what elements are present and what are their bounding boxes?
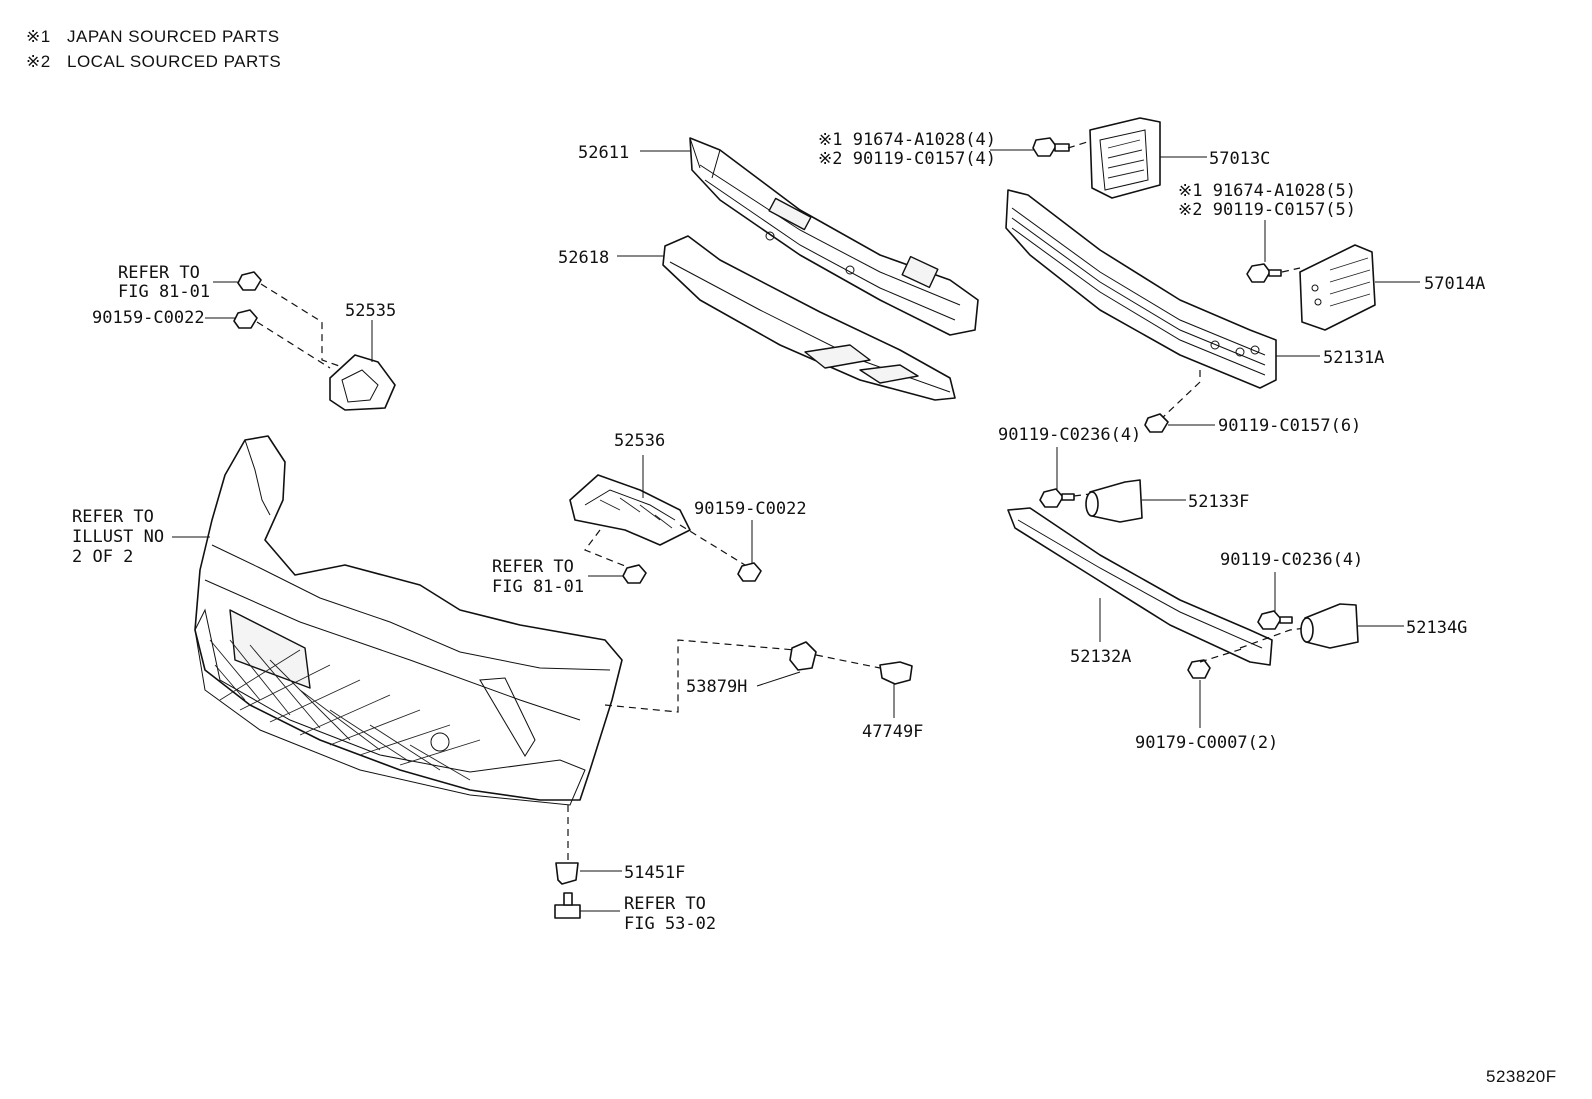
part-53879H-clip <box>789 641 817 671</box>
label-90119-C0236-4b: 90119-C0236(4) <box>1220 550 1363 570</box>
label-53879H: 53879H <box>686 677 747 697</box>
label-refer-illust-line2: ILLUST NO <box>72 527 164 547</box>
label-refer-81-01-a-line1: REFER TO <box>118 263 200 283</box>
label-90179-C0007-2: 90179-C0007(2) <box>1135 733 1278 753</box>
label-90119-C0157-6: 90119-C0157(6) <box>1218 416 1361 436</box>
note-1-mark: ※1 <box>26 27 51 46</box>
dash-52536-right <box>679 524 746 566</box>
bolt-icon <box>1144 413 1169 433</box>
bolt-icon <box>1257 610 1293 630</box>
note-1-text: JAPAN SOURCED PARTS <box>67 27 280 46</box>
label-51451F: 51451F <box>624 863 685 883</box>
part-52535-bracket <box>329 354 396 411</box>
dash-52535-upper <box>260 283 346 369</box>
label-refer-81-01-b-line1: REFER TO <box>492 557 574 577</box>
part-52132A-lower-reinforcement <box>1007 507 1273 666</box>
label-52536: 52536 <box>614 431 665 451</box>
bolt-icon <box>622 564 647 584</box>
bolt-icon <box>1039 488 1075 508</box>
part-52131A-reinforcement <box>1005 189 1277 389</box>
label-refer-81-01-a-line2: FIG 81-01 <box>118 282 210 302</box>
label-57013C: 57013C <box>1209 149 1270 169</box>
label-bolt-jp-5: ※1 91674-A1028(5) <box>1178 181 1356 201</box>
label-refer-81-01-b-line2: FIG 81-01 <box>492 577 584 597</box>
dash-52133F <box>1073 493 1091 497</box>
dash-52535-lower <box>256 321 331 369</box>
label-90159-C0022-b: 90159-C0022 <box>694 499 807 519</box>
label-52134G: 52134G <box>1406 618 1467 638</box>
bolt-icon <box>233 309 258 329</box>
label-47749F: 47749F <box>862 722 923 742</box>
part-52536-bracket <box>569 474 691 546</box>
illustration-number: 523820F <box>1486 1067 1557 1086</box>
part-52133F-extension <box>1085 479 1143 523</box>
dash-nut <box>1199 647 1246 663</box>
part-52618-absorber <box>662 235 956 401</box>
part-51451F-clip <box>555 862 579 885</box>
label-52133F: 52133F <box>1188 492 1249 512</box>
bolt-icon <box>554 892 581 919</box>
label-52132A: 52132A <box>1070 647 1131 667</box>
legend-notes: ※1 JAPAN SOURCED PARTS ※2 LOCAL SOURCED … <box>26 27 281 71</box>
label-52131A: 52131A <box>1323 348 1384 368</box>
part-47749F-screw <box>879 661 913 685</box>
label-bolt-local-5: ※2 90119-C0157(5) <box>1178 200 1356 220</box>
label-52611: 52611 <box>578 143 629 163</box>
dash-bolt-6 <box>1159 370 1201 421</box>
dash-53879H <box>604 639 796 713</box>
dash-52536-lower <box>584 529 631 569</box>
label-refer-illust-line3: 2 OF 2 <box>72 547 133 567</box>
nut-icon <box>1187 659 1211 679</box>
dash-bolt-5 <box>1281 267 1301 273</box>
bolt-icon <box>237 271 262 291</box>
label-refer-53-02-line2: FIG 53-02 <box>624 914 716 934</box>
label-52618: 52618 <box>558 248 609 268</box>
dash-52134G <box>1239 627 1306 649</box>
part-bumper-cover <box>194 435 623 806</box>
part-57014A-bracket <box>1299 244 1376 331</box>
label-57014A: 57014A <box>1424 274 1485 294</box>
note-2-mark: ※2 <box>26 52 51 71</box>
label-refer-53-02-line1: REFER TO <box>624 894 706 914</box>
note-2-text: LOCAL SOURCED PARTS <box>67 52 281 71</box>
label-bolt-local-4: ※2 90119-C0157(4) <box>818 149 996 169</box>
bolt-icon <box>1246 263 1282 283</box>
part-57013C-bracket <box>1089 117 1161 199</box>
part-52611-absorber <box>689 137 979 336</box>
label-bolt-jp-4: ※1 91674-A1028(4) <box>818 130 996 150</box>
dash-47749F <box>815 654 881 669</box>
leader-53879H <box>756 671 801 687</box>
bolt-icon <box>1032 137 1070 157</box>
label-refer-illust-line1: REFER TO <box>72 507 154 527</box>
label-52535: 52535 <box>345 301 396 321</box>
label-90119-C0236-4a: 90119-C0236(4) <box>998 425 1141 445</box>
part-52134G-extension <box>1300 603 1359 649</box>
bolt-icon <box>737 562 762 582</box>
label-90159-C0022-a: 90159-C0022 <box>92 308 205 328</box>
